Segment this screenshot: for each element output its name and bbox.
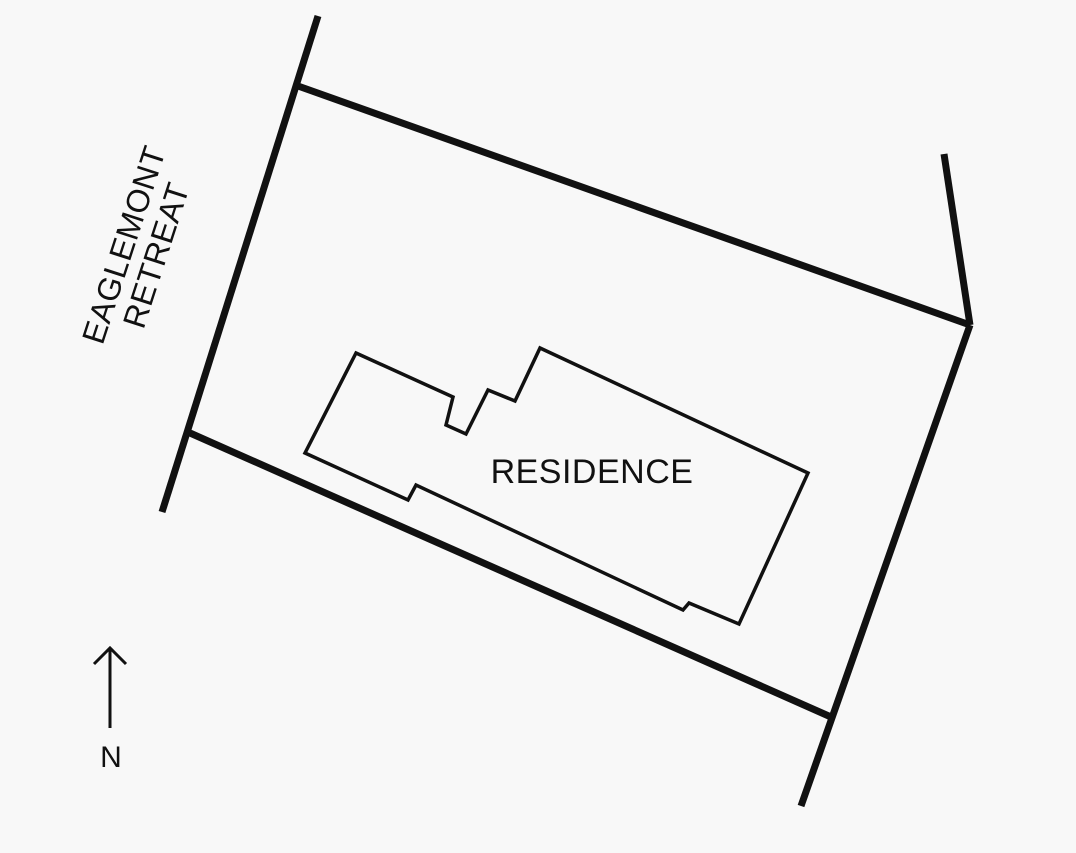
boundary-north-line <box>296 82 972 329</box>
residence-label: RESIDENCE <box>491 453 694 491</box>
boundary-south-line <box>188 429 833 721</box>
boundary-east-line <box>797 323 974 808</box>
residence-footprint <box>302 345 811 627</box>
north-label: N <box>100 741 122 774</box>
street-name-label: EAGLEMONT RETREAT <box>75 142 197 348</box>
adjacent-boundary-line <box>940 153 974 326</box>
street-edge-line <box>158 14 322 514</box>
north-arrow-icon <box>92 645 128 728</box>
